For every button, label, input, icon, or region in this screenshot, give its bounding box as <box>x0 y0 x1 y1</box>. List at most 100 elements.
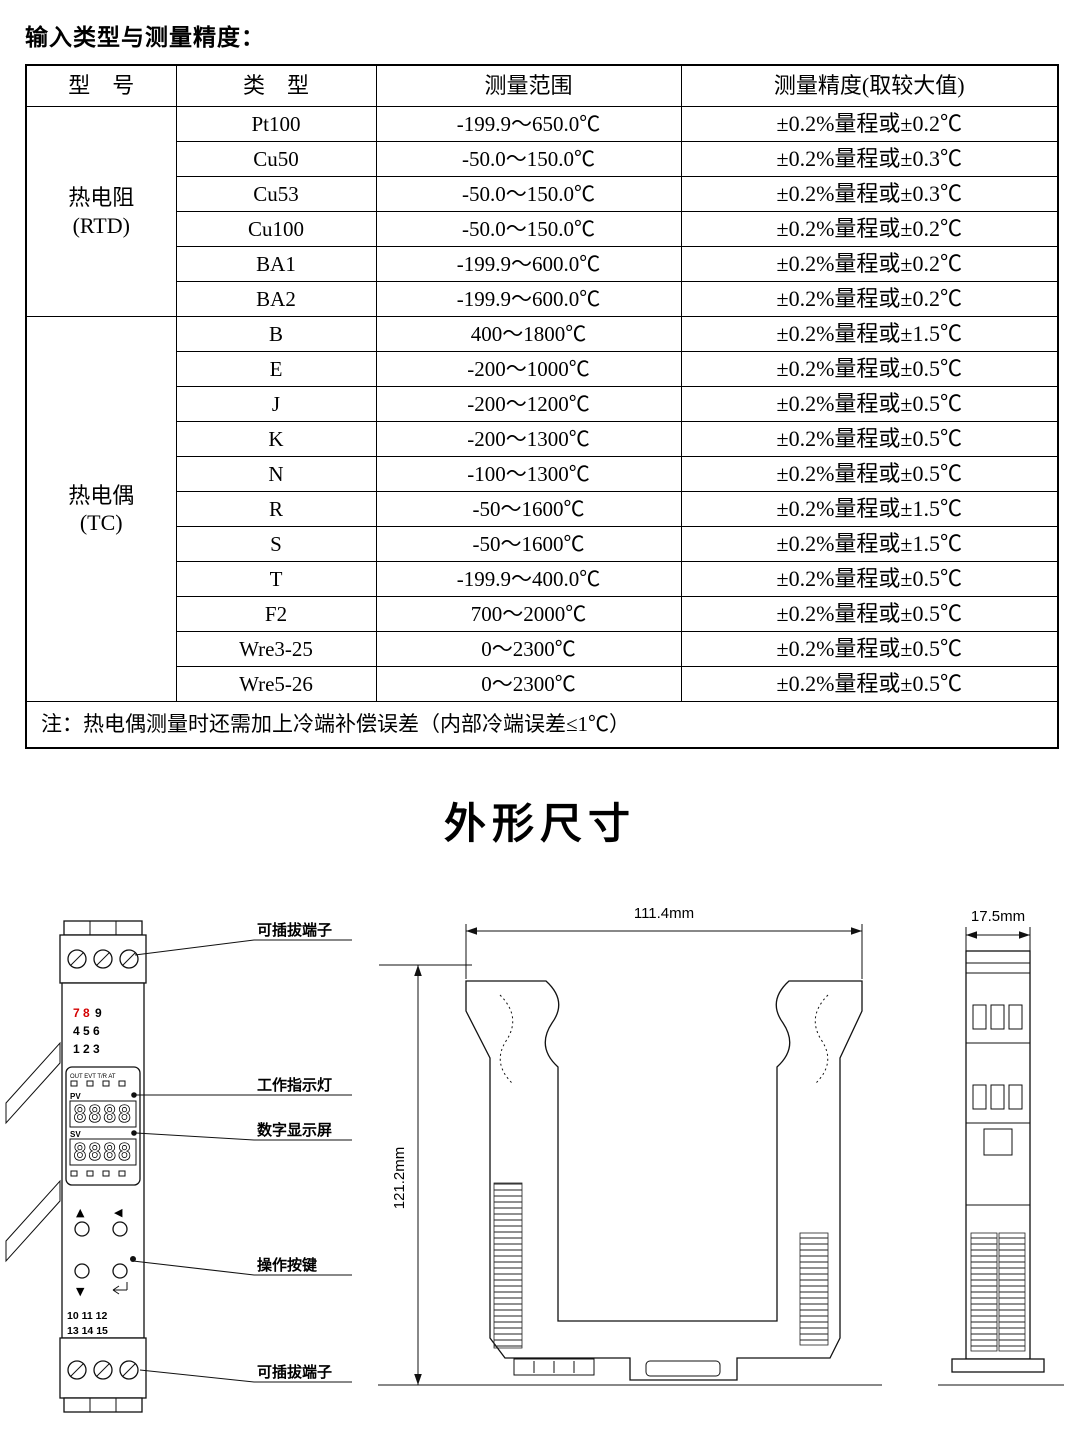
cell-range: 0～2300℃ <box>375 631 682 667</box>
down-arrow-icon: ▼ <box>76 1285 85 1298</box>
cell-type: BA1 <box>175 246 377 282</box>
callout-terminal-bottom: 可插拔端子 <box>257 1363 332 1381</box>
cell-type: F2 <box>175 596 377 632</box>
pv-display <box>69 1100 137 1128</box>
cell-type: E <box>175 351 377 387</box>
cell-type: N <box>175 456 377 492</box>
table-row: Cu53 -50.0～150.0℃ ±0.2%量程或±0.3℃ <box>26 176 1059 212</box>
table-note: 注：热电偶测量时还需加上冷端补偿误差（内部冷端误差≤1℃） <box>25 701 1059 749</box>
depth-dimension-label: 17.5mm <box>971 908 1025 925</box>
table-row: T -199.9～400.0℃ ±0.2%量程或±0.5℃ <box>26 561 1059 597</box>
depth-dimension: 17.5mm <box>965 908 1031 951</box>
cell-type: K <box>175 421 377 457</box>
height-dimension: 121.2mm <box>379 964 472 1385</box>
cell-type: Cu53 <box>175 176 377 212</box>
pv-display-digits: 8888 <box>73 1102 132 1128</box>
cell-range: -199.9～650.0℃ <box>375 106 682 142</box>
terminal-number: 13 14 15 <box>67 1325 108 1337</box>
cell-accuracy: ±0.2%量程或±0.2℃ <box>680 246 1059 282</box>
enter-button <box>112 1263 128 1279</box>
cell-accuracy: ±0.2%量程或±0.2℃ <box>680 281 1059 317</box>
cell-accuracy: ±0.2%量程或±0.5℃ <box>680 666 1059 702</box>
terminal-number: 1 2 3 <box>73 1042 100 1056</box>
callout-indicator: 工作指示灯 <box>257 1076 332 1094</box>
group-abbr: (TC) <box>79 510 123 535</box>
cell-accuracy: ±0.2%量程或±0.5℃ <box>680 561 1059 597</box>
table-row: BA1 -199.9～600.0℃ ±0.2%量程或±0.2℃ <box>26 246 1059 282</box>
cell-type: Cu100 <box>175 211 377 247</box>
callout-leader-terminal-top <box>134 939 352 956</box>
terminal-numbers-bottom: 10 11 12 13 14 15 <box>67 1310 108 1337</box>
cell-range: -199.9～600.0℃ <box>375 246 682 282</box>
page-title: 输入类型与测量精度： <box>25 25 265 50</box>
table-row: J -200～1200℃ ±0.2%量程或±0.5℃ <box>26 386 1059 422</box>
din-rail-hatch <box>5 1179 61 1263</box>
section-title: 外形尺寸 <box>443 800 636 847</box>
cell-range: -199.9～400.0℃ <box>375 561 682 597</box>
working-indicator-led <box>131 1092 137 1098</box>
callout-leader-terminal-bottom <box>139 1369 352 1383</box>
group-name: 热电阻 <box>68 185 135 210</box>
side-notch <box>983 1128 1013 1156</box>
width-dimension: 111.4mm <box>465 905 863 979</box>
spec-table: 型 号 类 型 测量范围 测量精度(取较大值) 热电阻 (RTD) Pt100 … <box>25 64 1059 749</box>
base-flange <box>951 1358 1045 1373</box>
cell-type: J <box>175 386 377 422</box>
up-button <box>74 1221 90 1237</box>
callout-leader-buttons <box>132 1260 352 1276</box>
group-abbr: (RTD) <box>72 212 130 238</box>
pv-label: PV <box>70 1092 81 1101</box>
terminal-number: 4 5 6 <box>73 1024 100 1038</box>
dimension-drawings: 7 8 9 4 5 6 1 2 3 OUT EVT T/R AT PV 8888 <box>5 905 1064 1413</box>
din-rail-hatch <box>5 1041 61 1125</box>
width-dimension-label: 111.4mm <box>634 905 694 922</box>
table-row: Cu50 -50.0～150.0℃ ±0.2%量程或±0.3℃ <box>26 141 1059 177</box>
din-clip <box>513 1358 721 1377</box>
cell-accuracy: ±0.2%量程或±0.2℃ <box>680 106 1059 142</box>
status-led-labels: OUT EVT T/R AT <box>70 1074 116 1080</box>
cell-accuracy: ±0.2%量程或±0.5℃ <box>680 421 1059 457</box>
header-range: 测量范围 <box>375 64 682 107</box>
table-row: S -50～1600℃ ±0.2%量程或±1.5℃ <box>26 526 1059 562</box>
set-button <box>112 1221 128 1237</box>
operation-buttons: ▲ ◀ ▼ <box>74 1206 136 1298</box>
note-row: 注：热电偶测量时还需加上冷端补偿误差（内部冷端误差≤1℃） <box>25 701 1059 749</box>
terminal-number: 9 <box>95 1006 102 1020</box>
cell-type: Pt100 <box>175 106 377 142</box>
cell-range: -200～1000℃ <box>375 351 682 387</box>
break-line-right <box>814 994 829 1084</box>
height-dimension-label: 121.2mm <box>391 1147 408 1210</box>
cell-type: B <box>175 316 377 352</box>
terminal-numbers-top: 7 8 9 4 5 6 1 2 3 <box>73 1006 102 1056</box>
cell-accuracy: ±0.2%量程或±1.5℃ <box>680 491 1059 527</box>
sv-display-digits: 8888 <box>73 1140 132 1166</box>
cell-accuracy: ±0.2%量程或±0.5℃ <box>680 386 1059 422</box>
sv-display <box>69 1138 137 1166</box>
up-arrow-icon: ▲ <box>76 1206 85 1219</box>
cell-type: Wre5-26 <box>175 666 377 702</box>
table-row: Wre3-25 0～2300℃ ±0.2%量程或±0.5℃ <box>26 631 1059 667</box>
table-row: 热电偶 (TC) B 400～1800℃ ±0.2%量程或±1.5℃ <box>25 316 1059 702</box>
header-type: 类 型 <box>175 64 377 107</box>
callouts: 可插拔端子 工作指示灯 数字显示屏 操作按键 可插拔端子 <box>132 921 352 1383</box>
cell-range: -50～1600℃ <box>375 491 682 527</box>
cell-range: -200～1300℃ <box>375 421 682 457</box>
cell-accuracy: ±0.2%量程或±0.5℃ <box>680 456 1059 492</box>
table-row: F2 700～2000℃ ±0.2%量程或±0.5℃ <box>26 596 1059 632</box>
return-arrow-icon <box>112 1282 128 1295</box>
down-button <box>74 1263 90 1279</box>
terminal-slots-top <box>966 1004 1030 1124</box>
cell-type: BA2 <box>175 281 377 317</box>
vent-grille-right <box>799 1232 829 1346</box>
cell-range: 0～2300℃ <box>375 666 682 702</box>
depth-view-drawing: 17.5mm <box>938 908 1064 1386</box>
cell-type: R <box>175 491 377 527</box>
terminal-screw <box>67 949 139 969</box>
cell-accuracy: ±0.2%量程或±0.5℃ <box>680 596 1059 632</box>
table-row: Cu100 -50.0～150.0℃ ±0.2%量程或±0.2℃ <box>26 211 1059 247</box>
table-row: K -200～1300℃ ±0.2%量程或±0.5℃ <box>26 421 1059 457</box>
front-panel: OUT EVT T/R AT PV 8888 SV 8888 <box>65 1066 141 1186</box>
group-cell-rtd: 热电阻 (RTD) <box>25 106 177 317</box>
break-line-left <box>499 994 514 1084</box>
